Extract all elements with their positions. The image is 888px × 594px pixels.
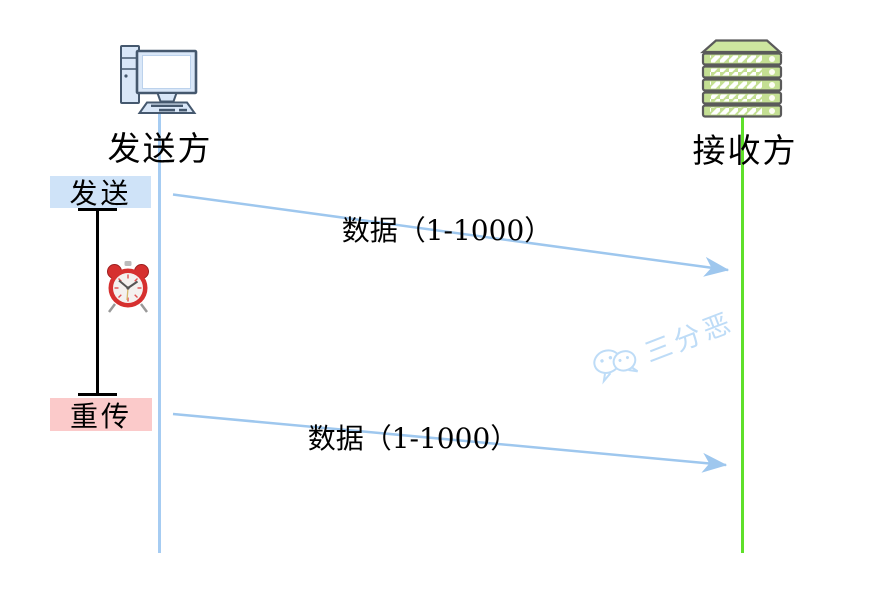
data-arrow-2 xyxy=(172,412,728,473)
watermark-text: 三分恶 xyxy=(640,306,739,369)
alarm-clock-icon xyxy=(107,261,149,313)
message-label-2: 数据（1-1000） xyxy=(307,422,519,455)
watermark: 三分恶 xyxy=(578,271,766,411)
server-stack-icon xyxy=(700,39,783,118)
data-arrow-1 xyxy=(172,193,730,277)
desktop-computer-icon xyxy=(120,45,198,114)
send-step-label: 发送 xyxy=(50,176,151,210)
timeout-interval-bracket xyxy=(78,208,117,396)
wechat-icon xyxy=(593,349,639,385)
retransmit-step-label: 重传 xyxy=(50,398,152,433)
sender-name: 发送方 xyxy=(107,129,213,168)
message-label-1: 数据（1-1000） xyxy=(341,214,553,247)
receiver-name: 接收方 xyxy=(692,131,798,170)
